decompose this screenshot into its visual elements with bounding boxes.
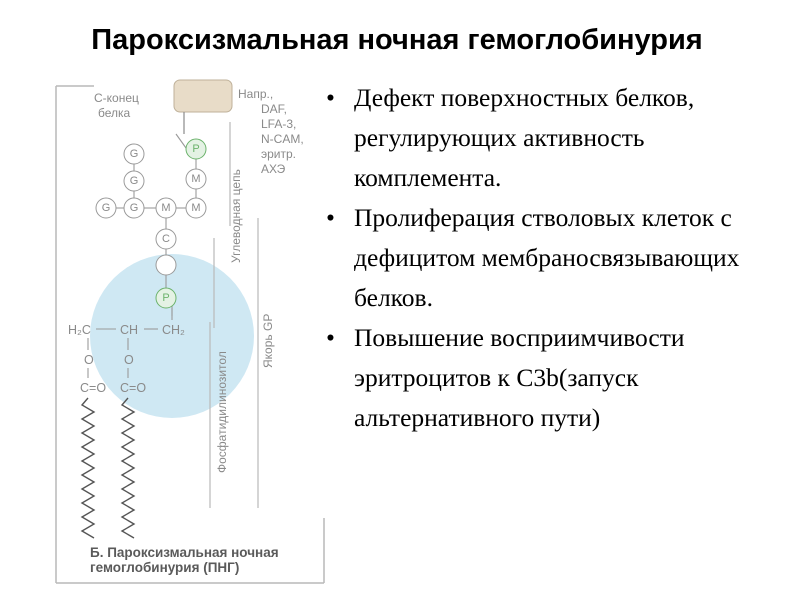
bullet-item: • Повышение восприимчивости эритроцитов к…	[318, 318, 788, 438]
galactose-circle	[123, 197, 145, 219]
sugar-circles: G G G G M M M P C P	[95, 138, 207, 309]
phosphate-label: P	[162, 292, 169, 304]
inositol-circle	[155, 254, 177, 276]
fatty-acid-chain-left	[80, 397, 96, 539]
examples-label-2: LFA-3,	[261, 117, 296, 131]
gpi-anchor-label: Якорь GP	[261, 314, 275, 368]
bullet-text: Дефект поверхностных белков, регулирующи…	[354, 83, 695, 192]
figure-caption-line1: Б. Пароксизмальная ночная	[90, 545, 279, 560]
examples-label-3: N-CAM,	[261, 132, 304, 146]
examples-label-4: эритр.	[261, 147, 296, 161]
phosphate-label: P	[192, 143, 199, 155]
galactose-circle	[123, 143, 145, 165]
glycerol-ch: CH	[120, 323, 138, 337]
carbohydrate-chain-label: Углеводная цепь	[229, 169, 243, 263]
membrane-region	[90, 254, 254, 418]
mannose-circle	[185, 197, 207, 219]
examples-label-1: DAF,	[261, 102, 287, 116]
gpi-anchor-figure: C-конец белка Напр., DAF, LFA-3, N-CAM, …	[54, 78, 330, 588]
oxygen-right: O	[124, 353, 134, 367]
galactose-circle	[123, 170, 145, 192]
c-terminus-label-line1: C-конец	[94, 91, 139, 105]
mannose-circle	[155, 197, 177, 219]
mannose-label: M	[191, 173, 200, 185]
examples-label-0: Напр.,	[238, 87, 273, 101]
phosphate-circle	[185, 138, 207, 160]
gpi-anchor-diagram: C-конец белка Напр., DAF, LFA-3, N-CAM, …	[55, 79, 325, 584]
oxygen-left: O	[84, 353, 94, 367]
glycerol-h2c: H₂C	[68, 323, 91, 337]
mannose-label: M	[161, 202, 170, 214]
galactose-label: G	[130, 175, 139, 187]
ester-right: C=O	[120, 381, 146, 395]
protein-block	[173, 79, 233, 113]
ester-left: C=O	[80, 381, 106, 395]
bullet-list: • Дефект поверхностных белков, регулирующ…	[318, 78, 788, 438]
galactose-label: G	[102, 202, 111, 214]
glucosamine-label: C	[162, 233, 170, 245]
bullet-item: • Дефект поверхностных белков, регулирующ…	[318, 78, 788, 198]
galactose-circle	[95, 197, 117, 219]
mannose-label: M	[191, 202, 200, 214]
c-terminus-label-line2: белка	[98, 106, 131, 120]
bullet-dot: •	[326, 203, 335, 232]
phosphatidylinositol-label: Фосфатидилинозитол	[215, 351, 229, 473]
bullet-text: Повышение восприимчивости эритроцитов к …	[354, 323, 685, 432]
bullet-dot: •	[326, 323, 335, 352]
fatty-acid-chain-right	[120, 397, 136, 539]
glycerol-ch2: CH₂	[162, 323, 185, 337]
figure-caption-line2: гемоглобинурия (ПНГ)	[90, 560, 240, 575]
figure-caption: Б. Пароксизмальная ночная гемоглобинурия…	[90, 545, 279, 575]
bullet-item: • Пролиферация стволовых клеток с дефицит…	[318, 198, 788, 318]
galactose-label: G	[130, 148, 139, 160]
slide-title: Пароксизмальная ночная гемоглобинурия	[91, 24, 703, 56]
phosphate-circle	[155, 287, 177, 309]
galactose-label: G	[130, 202, 139, 214]
bullet-text: Пролиферация стволовых клеток с дефицито…	[354, 203, 740, 312]
bullet-dot: •	[326, 83, 335, 112]
mannose-circle	[185, 168, 207, 190]
examples-label-5: АХЭ	[261, 162, 286, 176]
glucosamine-circle	[155, 228, 177, 250]
